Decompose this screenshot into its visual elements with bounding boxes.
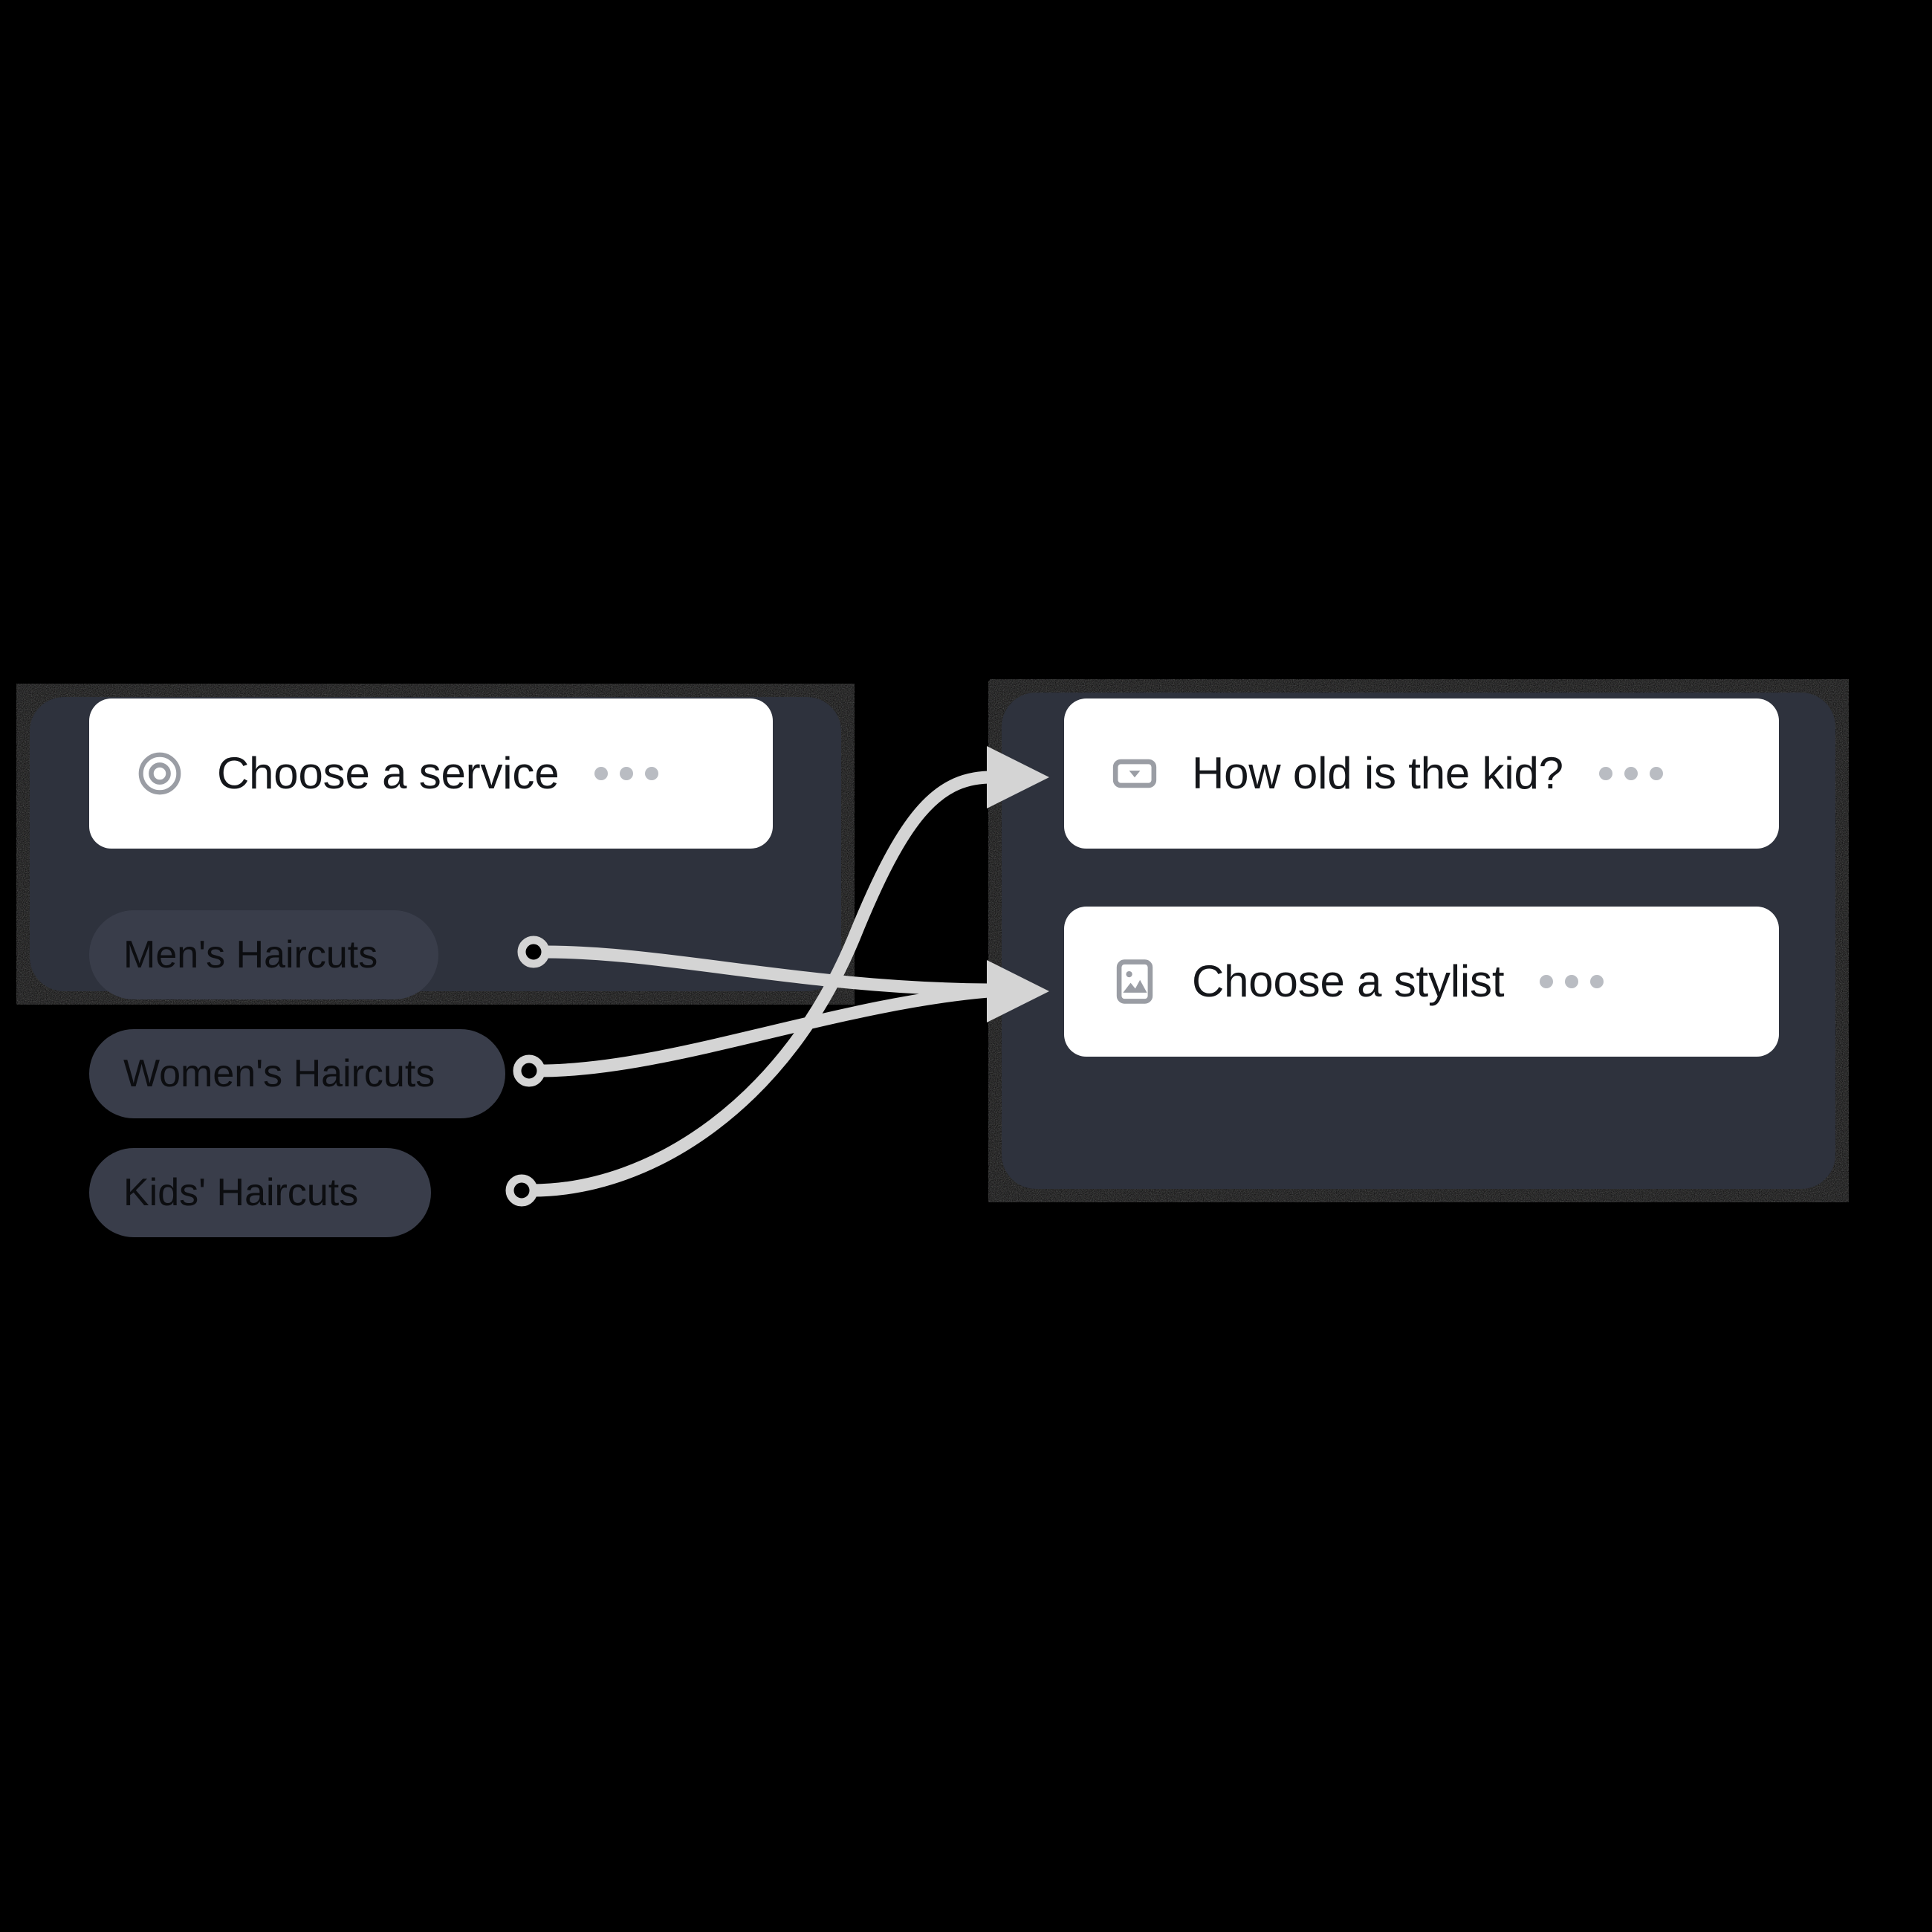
dropdown-select-icon: [1112, 759, 1157, 788]
option-label: Men's Haircuts: [123, 933, 378, 976]
more-options-icon[interactable]: [1598, 767, 1663, 780]
card-title-how-old-is-the-kid: How old is the kid?: [1192, 748, 1563, 798]
menu-dot: [1590, 975, 1604, 988]
card-choose-a-stylist[interactable]: Choose a stylist: [1064, 907, 1779, 1057]
menu-dot: [620, 767, 634, 780]
option-pill-womens-haircuts[interactable]: Women's Haircuts: [89, 1029, 505, 1118]
menu-dot: [1649, 767, 1663, 780]
menu-dot: [645, 767, 659, 780]
connector-handle-womens[interactable]: [513, 1054, 545, 1087]
card-how-old-is-the-kid[interactable]: How old is the kid?: [1064, 698, 1779, 849]
option-pill-mens-haircuts[interactable]: Men's Haircuts: [89, 910, 438, 999]
radio-button-icon: [138, 752, 181, 795]
menu-dot: [1598, 767, 1612, 780]
image-choice-icon: [1116, 959, 1153, 1004]
menu-dot: [594, 767, 609, 780]
connector-womens-to-stylist[interactable]: [533, 985, 995, 1077]
card-title-choose-a-stylist: Choose a stylist: [1192, 956, 1505, 1006]
option-label: Women's Haircuts: [123, 1052, 435, 1095]
card-title-choose-service: Choose a service: [217, 748, 560, 798]
menu-dot: [1565, 975, 1579, 988]
card-choose-service[interactable]: Choose a service: [89, 698, 773, 849]
more-options-icon[interactable]: [1540, 975, 1604, 988]
option-label: Kids' Haircuts: [123, 1171, 359, 1214]
menu-dot: [1540, 975, 1554, 988]
connector-handle-kids[interactable]: [505, 1174, 538, 1207]
option-pill-kids-haircuts[interactable]: Kids' Haircuts: [89, 1148, 431, 1237]
menu-dot: [1624, 767, 1638, 780]
more-options-icon[interactable]: [594, 767, 659, 780]
